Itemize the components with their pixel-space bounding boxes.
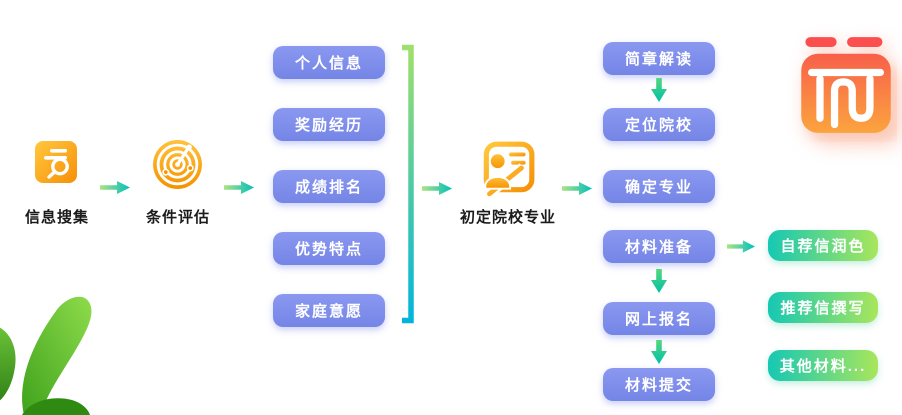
stage2-label: 条件评估 [145,209,210,226]
factor-pill: 家庭意愿 [273,294,385,327]
step-pill: 网上报名 [603,302,715,335]
arrow-down-icon [651,78,667,102]
document-search-icon [35,141,77,183]
group-bracket [402,44,414,324]
factor-pill: 个人信息 [273,46,385,79]
arrow-right-icon [727,240,755,253]
brand-logo-seal [801,37,897,142]
arrow-right-icon [100,181,130,194]
arrow-right-icon [422,182,452,195]
arrow-down-icon [651,269,667,293]
stage1-label: 信息搜集 [24,209,89,226]
radar-target-icon [153,140,202,189]
step-pill: 材料准备 [603,230,715,263]
arrow-down-icon [651,340,667,364]
factor-pill: 优势特点 [273,232,385,265]
factor-pill: 成绩排名 [273,170,385,203]
stage3-label: 初定院校专业 [459,209,556,226]
material-pill: 推荐信撰写 [768,292,878,323]
arrow-right-icon [562,182,592,195]
step-pill: 简章解读 [603,42,715,75]
arrow-right-icon [224,181,254,194]
material-pill: 自荐信润色 [768,230,878,261]
factor-pill: 奖励经历 [273,108,385,141]
profile-document-icon [483,141,535,199]
step-pill: 定位院校 [603,108,715,141]
step-pill: 确定专业 [603,170,715,203]
step-pill: 材料提交 [603,368,715,401]
material-pill: 其他材料... [768,350,878,381]
plant-leaves-decoration [0,296,92,415]
